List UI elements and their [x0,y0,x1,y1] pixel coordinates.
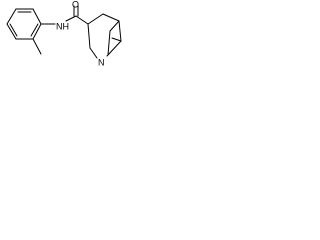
quinuclidine-cage [87,13,122,59]
cage-bond [89,47,98,59]
ring-nitrogen-label: N [98,57,105,67]
ring-bond [32,8,42,25]
cage-bond [87,23,91,49]
amide-nitrogen-label: NH [56,21,69,31]
ring-bond [6,23,17,40]
cage-bond [87,13,104,25]
carbonyl-ring-bond [75,15,89,25]
structure-canvas: O NH N [0,0,133,78]
amide-bond [65,15,77,22]
ring-bond [32,23,42,40]
cage-bond [106,40,122,57]
cage-bond [102,13,120,22]
methyl-bond [32,38,42,55]
cage-bond [111,37,122,42]
cage-bond [107,30,111,56]
oxygen-label: O [72,0,79,9]
cage-bond [118,20,122,42]
toluene-ring [6,8,42,40]
ring-bond [6,8,17,25]
aromatic-double-bond [9,23,18,37]
cage-bond [109,20,120,32]
aromatic-double-bond [30,23,39,37]
molecule-structure: O NH N [6,0,122,67]
